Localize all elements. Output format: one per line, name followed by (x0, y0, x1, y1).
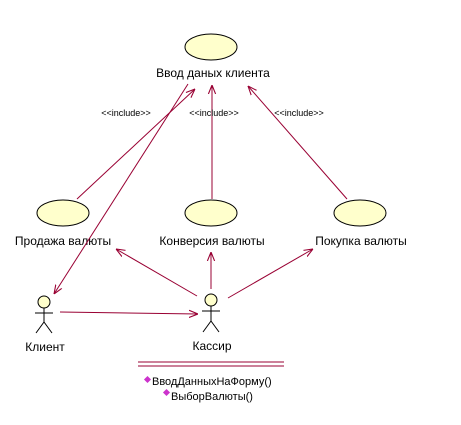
use-case-label: Покупка валюты (315, 234, 406, 248)
cashier-class-compartments (138, 361, 284, 367)
use-case-sell-currency[interactable]: Продажа валюты (15, 199, 111, 248)
operation-label: ВводДанныхНаФорму() (152, 376, 272, 388)
include-label-convert: <<include>> (189, 108, 239, 118)
operation-label: ВыборВалюты() (171, 391, 253, 403)
use-case-ellipse (333, 199, 387, 227)
association-client-to-cashier[interactable] (59, 312, 198, 314)
operation-marker-icon (143, 375, 152, 384)
include-label-buy: <<include>> (274, 108, 324, 118)
actor-figure-icon (202, 293, 220, 333)
include-label-sell: <<include>> (101, 108, 151, 118)
association-cashier-to-buy[interactable] (227, 249, 313, 299)
use-case-label: Ввод даных клиента (156, 66, 270, 80)
use-case-input-client-data[interactable]: Ввод даных клиента (156, 33, 270, 80)
association-cashier-to-sell[interactable] (116, 249, 198, 297)
actor-client[interactable]: Клиент (25, 295, 65, 354)
operation-marker-icon (162, 388, 171, 397)
association-input-to-client[interactable] (54, 83, 189, 294)
use-case-ellipse (184, 199, 238, 227)
use-case-ellipse (36, 199, 90, 227)
use-case-label: Конверсия валюты (159, 234, 264, 248)
include-arrow-buy[interactable] (248, 86, 348, 200)
use-case-convert-currency[interactable]: Конверсия валюты (159, 199, 265, 248)
use-case-ellipse (184, 33, 238, 61)
use-case-label: Продажа валюты (15, 234, 111, 248)
cashier-operation[interactable]: ВыборВалюты() (162, 388, 253, 403)
use-case-buy-currency[interactable]: Покупка валюты (315, 199, 407, 248)
actor-figure-icon (35, 295, 53, 334)
actor-label: Кассир (192, 339, 231, 353)
actor-label: Клиент (25, 340, 65, 354)
actor-cashier[interactable]: Кассир (192, 293, 232, 353)
cashier-operation[interactable]: ВводДанныхНаФорму() (143, 375, 272, 388)
include-arrow-sell[interactable] (76, 89, 195, 200)
